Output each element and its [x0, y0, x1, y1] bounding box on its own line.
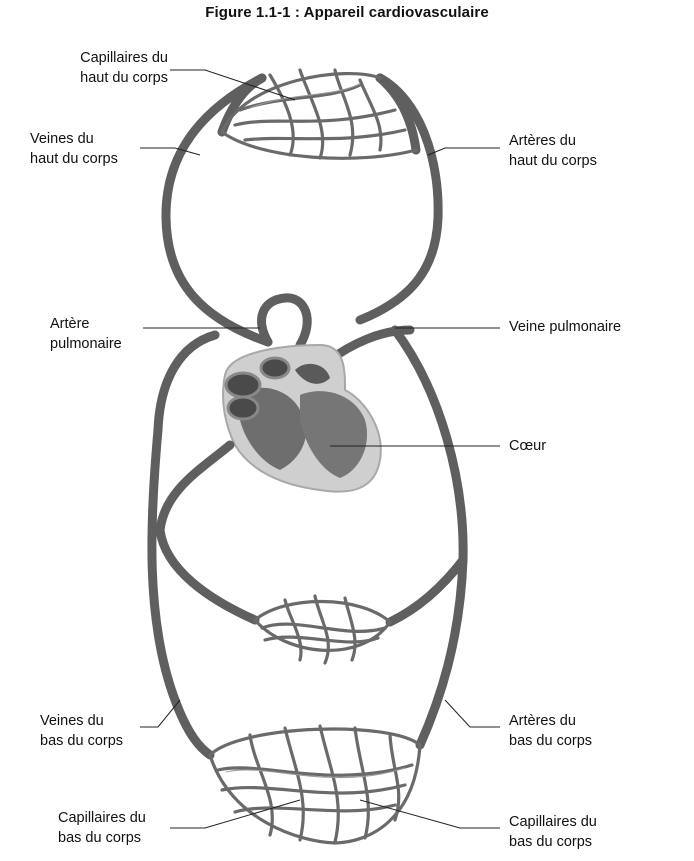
label-arteres-haut: Artères du haut du corps — [509, 133, 597, 169]
heart-to-lower-left — [155, 440, 260, 625]
right-ventricle — [300, 391, 368, 478]
lower-arteries-vessel — [390, 325, 468, 750]
label-veines-haut: Veines du haut du corps — [30, 131, 118, 167]
label-artere-pulmonaire: Artère pulmonaire — [50, 316, 122, 352]
aorta-opening — [224, 371, 262, 399]
upper-veins-vessel — [161, 73, 273, 347]
middle-capillary-bed — [253, 594, 392, 665]
upper-capillary-bed — [220, 68, 418, 160]
left-atrium — [295, 363, 330, 384]
figure-title: Figure 1.1-1 : Appareil cardiovasculaire — [205, 4, 489, 21]
label-coeur: Cœur — [509, 438, 547, 454]
upper-artery-top — [375, 73, 421, 155]
label-veines-bas: Veines du bas du corps — [40, 713, 124, 749]
lower-capillary-bed — [208, 724, 422, 845]
pulmonary-artery-vessel — [257, 293, 312, 350]
label-veine-pulmonaire: Veine pulmonaire — [509, 319, 622, 335]
lower-loop — [147, 325, 468, 760]
left-pulmonary-branch — [153, 330, 220, 435]
label-arteres-bas: Artères du bas du corps — [509, 713, 593, 749]
heart — [222, 343, 382, 493]
pulmonary-opening — [259, 356, 291, 380]
label-cap-bas-right: Capillaires du bas du corps — [509, 814, 597, 850]
lower-arteries-inner — [385, 555, 468, 627]
upper-arteries-vessel — [355, 73, 443, 325]
lower-veins-vessel — [147, 425, 215, 760]
vena-cava-opening — [226, 395, 260, 421]
label-cap-haut: Capillaires du haut du corps — [80, 50, 168, 86]
label-cap-bas-left: Capillaires du bas du corps — [58, 810, 146, 846]
leader-lines — [140, 69, 500, 829]
